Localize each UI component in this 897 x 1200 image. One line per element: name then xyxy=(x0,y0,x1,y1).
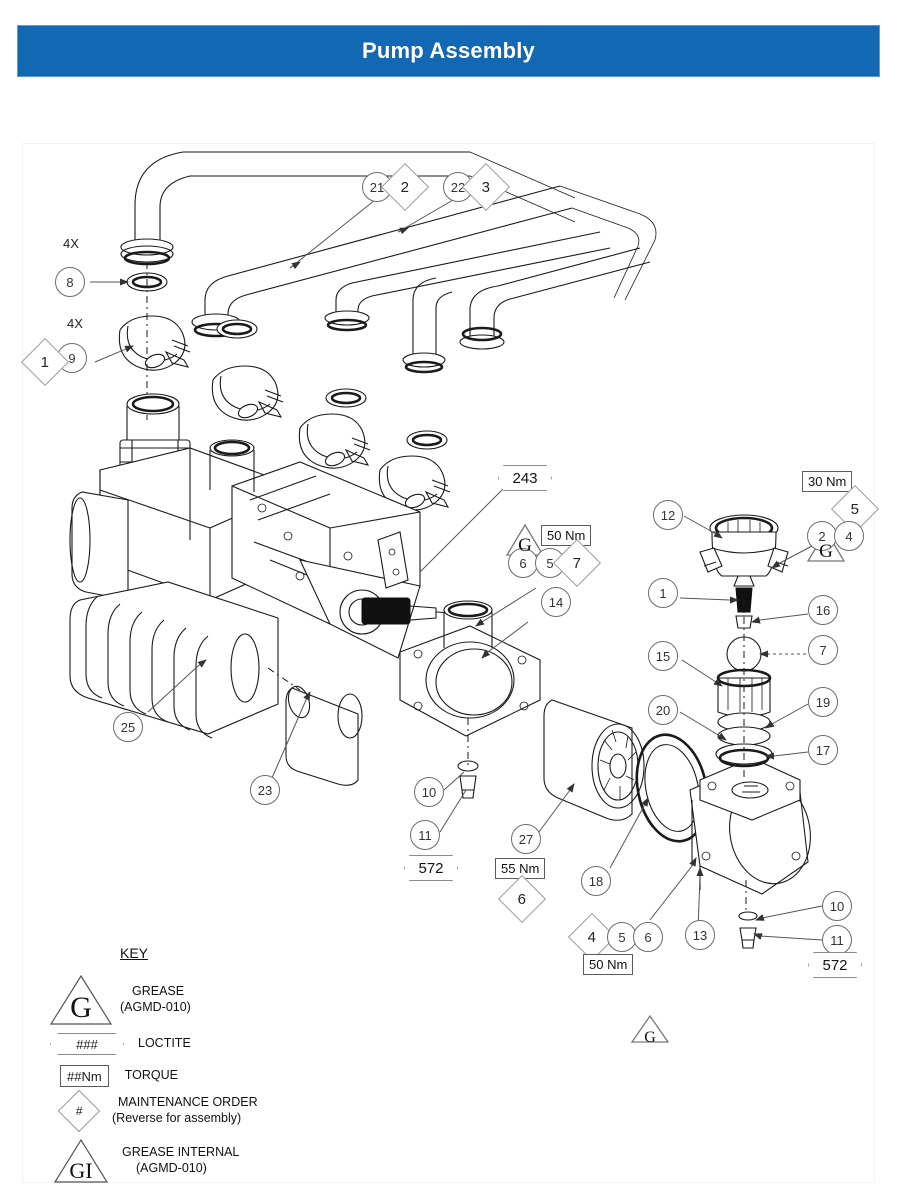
balloon-17[interactable]: 17 xyxy=(808,735,838,765)
balloon-19[interactable]: 19 xyxy=(808,687,838,717)
pump-body xyxy=(69,393,471,739)
loctite-hexagon-icon: ### xyxy=(50,1033,124,1055)
balloon-12[interactable]: 12 xyxy=(653,500,683,530)
drawing-frame xyxy=(22,143,875,1183)
balloon-22[interactable]: 22 xyxy=(443,172,473,202)
maintenance-diamond-7[interactable]: 7 xyxy=(552,538,602,588)
grease-triangle-icon: G xyxy=(48,973,114,1027)
balloon-10-center[interactable]: 10 xyxy=(414,777,444,807)
maintenance-diamond-6-center[interactable]: 6 xyxy=(497,874,547,924)
balloon-10-right[interactable]: 10 xyxy=(822,891,852,921)
balloon-15[interactable]: 15 xyxy=(648,641,678,671)
fitting-10-11-right xyxy=(738,911,758,949)
torque-50nm-bottom[interactable]: 50 Nm xyxy=(583,954,634,975)
grease-triangle-bottom[interactable]: G xyxy=(630,1014,670,1048)
leader-lines xyxy=(90,195,823,941)
balloon-7[interactable]: 7 xyxy=(808,635,838,665)
right-column-stack xyxy=(699,514,789,768)
key-label-loctite: LOCTITE xyxy=(138,1036,191,1051)
balloon-18[interactable]: 18 xyxy=(581,866,611,896)
grease-triangle-center[interactable]: G xyxy=(505,523,545,557)
key-entry-torque: ##Nm TORQUE xyxy=(60,1065,178,1087)
key-label-grease: GREASE (AGMD-010) xyxy=(120,984,191,1014)
balloon-8[interactable]: 8 xyxy=(55,267,85,297)
oil-filter-27 xyxy=(543,699,645,821)
balloon-20[interactable]: 20 xyxy=(648,695,678,725)
balloon-1[interactable]: 1 xyxy=(648,578,678,608)
key-label-maintenance-order: MAINTENANCE ORDER (Reverse for assembly) xyxy=(112,1095,258,1125)
loctite-572-right[interactable]: 572 xyxy=(808,952,862,978)
oring-group xyxy=(126,272,448,450)
maintenance-diamond-4[interactable]: 4 xyxy=(567,912,617,962)
key-label-grease-internal: GREASE INTERNAL (AGMD-010) xyxy=(122,1145,240,1175)
maintenance-diamond-icon: # xyxy=(57,1089,101,1132)
balloon-6-center[interactable]: 6 xyxy=(508,548,538,578)
maintenance-diamond-2[interactable]: 2 xyxy=(380,162,430,212)
key-entry-maintenance-order: # MAINTENANCE ORDER (Reverse for assembl… xyxy=(57,1089,258,1132)
torque-50nm-center[interactable]: 50 Nm xyxy=(541,525,592,546)
key-entry-grease-internal: GI GREASE INTERNAL (AGMD-010) xyxy=(52,1137,239,1185)
drawing-geometry xyxy=(69,151,823,949)
balloon-11-right[interactable]: 11 xyxy=(822,925,852,955)
loctite-572-center[interactable]: 572 xyxy=(404,855,458,881)
key-entry-grease: G GREASE (AGMD-010) xyxy=(48,973,191,1027)
torque-30nm[interactable]: 30 Nm xyxy=(802,471,853,492)
centre-housing-14 xyxy=(399,600,541,799)
key-entry-loctite: ### LOCTITE xyxy=(50,1033,191,1055)
pump-head-13 xyxy=(689,757,811,895)
maintenance-diamond-1[interactable]: 1 xyxy=(20,337,70,387)
balloon-25[interactable]: 25 xyxy=(113,712,143,742)
page-title: Pump Assembly xyxy=(362,38,535,63)
balloon-4[interactable]: 4 xyxy=(834,521,864,551)
clamp-group xyxy=(118,315,451,511)
qty-label-9: 4X xyxy=(67,316,83,331)
maintenance-diamond-3[interactable]: 3 xyxy=(461,162,511,212)
balloon-6-bottom[interactable]: 6 xyxy=(633,922,663,952)
key-label-torque: TORQUE xyxy=(124,1068,178,1083)
balloon-13[interactable]: 13 xyxy=(685,920,715,950)
key-title: KEY xyxy=(120,945,149,961)
torque-box-icon: ##Nm xyxy=(60,1065,109,1087)
balloon-16[interactable]: 16 xyxy=(808,595,838,625)
grease-internal-triangle-icon: GI xyxy=(52,1137,110,1185)
balloon-23[interactable]: 23 xyxy=(250,775,280,805)
loctite-243[interactable]: 243 xyxy=(498,465,552,491)
qty-label-8: 4X xyxy=(63,236,79,251)
filter-canister-23 xyxy=(285,685,363,786)
balloon-11-center[interactable]: 11 xyxy=(410,820,440,850)
page-header-banner: Pump Assembly xyxy=(17,25,880,77)
balloon-27[interactable]: 27 xyxy=(511,824,541,854)
balloon-14[interactable]: 14 xyxy=(541,587,571,617)
